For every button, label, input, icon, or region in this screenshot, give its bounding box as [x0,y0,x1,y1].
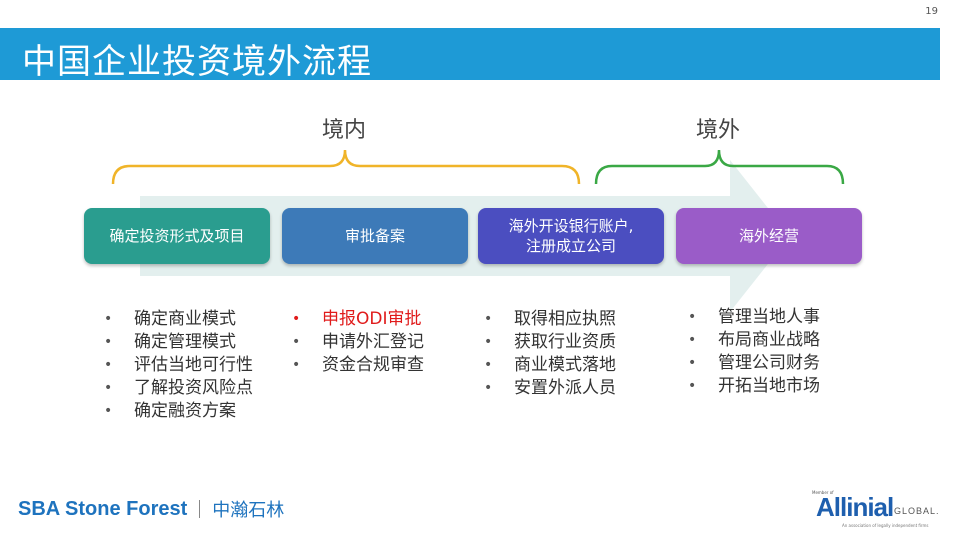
list-item: 确定融资方案 [104,400,253,423]
region-domestic-label: 境内 [322,118,367,143]
list-item: 确定商业模式 [104,308,253,331]
list-item: 管理当地人事 [688,306,820,329]
brand-divider [199,500,201,518]
list-item: 开拓当地市场 [688,375,820,398]
page-number: 19 [925,6,938,17]
column-overseas-operation: 管理当地人事 布局商业战略 管理公司财务 开拓当地市场 [688,306,820,398]
step-approval-filing: 审批备案 [282,208,468,264]
list-item: 了解投资风险点 [104,377,253,400]
partner-member-text: Member of [812,490,834,495]
bracket-domestic [111,149,581,185]
list-item: 申请外汇登记 [292,331,424,354]
list-item: 获取行业资质 [484,331,616,354]
page-title: 中国企业投资境外流程 [22,42,372,82]
list-item: 布局商业战略 [688,329,820,352]
list-item: 确定管理模式 [104,331,253,354]
step-open-account-register: 海外开设银行账户, 注册成立公司 [478,208,664,264]
bracket-overseas [594,149,845,185]
list-item: 商业模式落地 [484,354,616,377]
partner-suffix: GLOBAL. [894,506,940,516]
list-item: 资金合规审查 [292,354,424,377]
list-item: 取得相应执照 [484,308,616,331]
column-approval-filing: 申报ODI审批 申请外汇登记 资金合规审查 [292,308,424,377]
partner-logo: Member of Allinial GLOBAL. An associatio… [812,490,942,530]
step-label: 海外经营 [738,227,799,245]
region-overseas-label: 境外 [696,118,741,143]
list-item: 安置外派人员 [484,377,616,400]
step-overseas-operation: 海外经营 [676,208,862,264]
column-confirm-investment: 确定商业模式 确定管理模式 评估当地可行性 了解投资风险点 确定融资方案 [104,308,253,423]
step-label-line2: 注册成立公司 [525,237,616,255]
step-label: 确定投资形式及项目 [109,227,245,245]
step-label-line1: 海外开设银行账户, [508,217,634,235]
partner-tagline: An association of legally independent fi… [842,523,929,528]
step-label: 审批备案 [344,227,405,245]
column-open-account-register: 取得相应执照 获取行业资质 商业模式落地 安置外派人员 [484,308,616,400]
title-bar: 中国企业投资境外流程 [0,28,940,82]
brand-name-cn: 中瀚石林 [212,500,285,521]
list-item-highlight: 申报ODI审批 [292,308,424,331]
footer-brand: SBA Stone Forest 中瀚石林 [18,496,284,522]
list-item: 评估当地可行性 [104,354,253,377]
list-item: 管理公司财务 [688,352,820,375]
step-confirm-investment: 确定投资形式及项目 [84,208,270,264]
partner-name: Allinial [816,492,894,522]
brand-name: SBA Stone Forest [18,497,188,520]
